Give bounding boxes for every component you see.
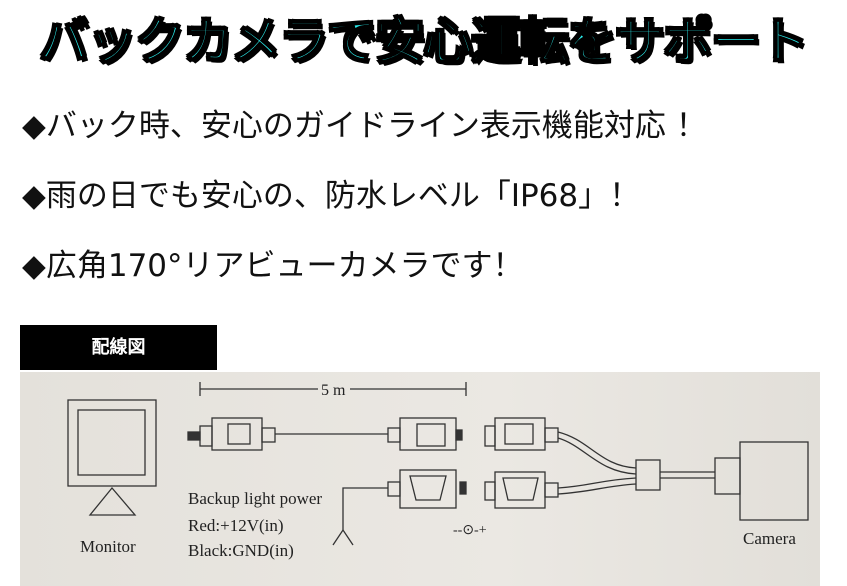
section-label: 配線図 (20, 325, 217, 370)
camera-icon (714, 441, 809, 521)
feature-waterproof: ◆雨の日でも安心の、防水レベル「IP68」！ (22, 178, 641, 214)
headline: バックカメラで安心運転をサポート (38, 12, 809, 71)
feature-guideline: ◆バック時、安心のガイドライン表示機能対応 ！ (22, 108, 707, 144)
polarity-label: --⊙-+ (453, 523, 487, 538)
feature-wide-angle: ◆広角170°リアビューカメラです！ (22, 248, 524, 284)
wiring-diagram-photo (20, 372, 820, 586)
monitor-label: Monitor (80, 537, 136, 556)
camera-cable-icon (484, 417, 715, 509)
length-label: 5 m (321, 382, 346, 399)
power-black: Black:GND(in) (188, 541, 294, 560)
length-dimension-line (199, 382, 467, 396)
power-title: Backup light power (188, 489, 322, 508)
camera-label: Camera (743, 529, 796, 548)
power-connector-icon (332, 469, 467, 546)
power-red: Red:+12V(in) (188, 516, 284, 535)
extension-cable-connector-icon (187, 417, 463, 451)
monitor-icon (67, 399, 157, 516)
